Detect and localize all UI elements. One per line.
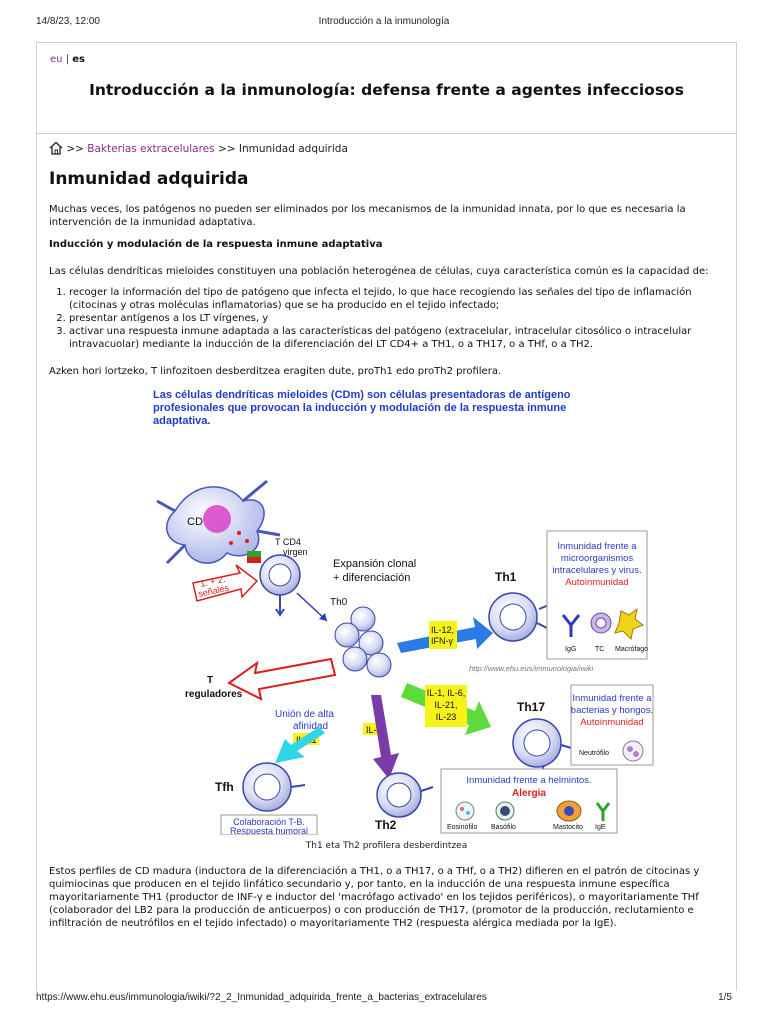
figure-caption: Th1 eta Th2 profilera desberdintzea bbox=[305, 841, 468, 851]
tc-cell-icon bbox=[590, 612, 612, 634]
th17-box-line2: bacterias y hongos. bbox=[571, 705, 653, 716]
eosinophil-icon bbox=[455, 801, 475, 821]
neutrophil-icon bbox=[622, 740, 644, 762]
macrophage-icon bbox=[614, 607, 645, 641]
print-date: 14/8/23, 12:00 bbox=[36, 16, 100, 27]
capability-list: recoger la información del tipo de patóg… bbox=[49, 286, 739, 351]
th2-response-box bbox=[440, 768, 618, 834]
macrophage-label: Macrófago bbox=[615, 646, 648, 653]
ige-icon bbox=[595, 802, 611, 821]
tc-label: TC bbox=[595, 646, 604, 653]
language-switcher: eu | es bbox=[50, 54, 85, 65]
lang-eu-link[interactable]: eu bbox=[50, 54, 63, 65]
treg-label-2: reguladores bbox=[185, 689, 243, 700]
th2-box-line1: Inmunidad frente a helmintos. bbox=[466, 775, 591, 786]
header-divider bbox=[37, 133, 736, 134]
treg-label-1: T bbox=[207, 675, 213, 686]
virgen-label: virgen bbox=[283, 547, 308, 557]
t-cd4-naive-cell bbox=[247, 551, 301, 617]
immunology-figure: Las células dendríticas mieloides (CDm) … bbox=[135, 383, 655, 835]
mastocyte-label: Mastocito bbox=[553, 824, 583, 831]
list-item: presentar antígenos a los LT vírgenes, y bbox=[69, 312, 739, 325]
paragraph-profiles: Estos perfiles de CD madura (inductora d… bbox=[49, 866, 700, 929]
th17-box-line1: Inmunidad frente a bbox=[572, 693, 652, 704]
neutrophil-label: Neutrófilo bbox=[579, 750, 609, 757]
th1-label: Th1 bbox=[495, 570, 517, 584]
print-page-number: 1/5 bbox=[718, 992, 732, 1003]
print-title: Introducción a la inmunología bbox=[318, 16, 450, 27]
il1-label-1: IL-1, IL-6, bbox=[427, 688, 466, 698]
th1-box-line2: microorganismos bbox=[561, 553, 634, 564]
tfh-cell bbox=[242, 762, 306, 812]
signals-arrow bbox=[192, 564, 259, 602]
il12-label-1: IL-12, bbox=[431, 625, 454, 635]
lang-es-current: es bbox=[72, 54, 85, 65]
th17-cell bbox=[512, 718, 576, 780]
th1-box-line3: intracelulares y virus. bbox=[552, 565, 641, 576]
intro-paragraph: Muchas veces, los patógenos no pueden se… bbox=[49, 204, 686, 228]
home-icon[interactable] bbox=[49, 141, 63, 155]
breadcrumb-link-bacterias[interactable]: Bakterias extracelulares bbox=[87, 143, 215, 155]
list-item: activar una respuesta inmune adaptada a … bbox=[69, 325, 739, 351]
th17-box-autoimmunity: Autoinmunidad bbox=[580, 717, 643, 728]
colaboracion-line2: Respuesta humoral bbox=[230, 826, 308, 835]
mastocyte-icon bbox=[556, 800, 582, 822]
th1-box-autoimmunity: Autoinmunidad bbox=[565, 577, 628, 588]
igg-icon bbox=[561, 614, 581, 637]
th2-label: Th2 bbox=[375, 818, 397, 832]
print-header: 14/8/23, 12:00 Introducción a la inmunol… bbox=[0, 12, 768, 27]
colaboracion-box bbox=[220, 814, 318, 835]
breadcrumb: >> Bakterias extracelulares >> Inmunidad… bbox=[49, 141, 348, 155]
basophil-icon bbox=[495, 801, 515, 821]
eosinophil-label: Eosinófilo bbox=[447, 824, 477, 831]
dendritic-cell-icon bbox=[156, 479, 281, 565]
th1-cell bbox=[488, 592, 550, 642]
print-url: https://www.ehu.eus/immunologia/iwiki/?2… bbox=[36, 992, 487, 1003]
list-item: recoger la información del tipo de patóg… bbox=[69, 286, 739, 312]
il1-label-2: IL-21, bbox=[434, 700, 457, 710]
th2-cell bbox=[376, 772, 434, 818]
paragraph-basque: Azken hori lortzeko, T linfozitoen desbe… bbox=[49, 366, 502, 377]
page-frame: eu | es Introducción a la inmunología: d… bbox=[36, 42, 737, 991]
expansion-label-1: Expansión clonal bbox=[333, 558, 416, 570]
il12-label-2: IFN-γ bbox=[431, 636, 453, 646]
expansion-label-2: + diferenciación bbox=[333, 572, 410, 584]
union-label-2: afinidad bbox=[293, 721, 328, 732]
breadcrumb-separator: >> bbox=[66, 143, 84, 155]
allergy-label: Alergia bbox=[512, 788, 546, 799]
breadcrumb-separator: >> bbox=[217, 143, 236, 155]
il1-label-3: IL-23 bbox=[436, 712, 457, 722]
il4-label: IL-4 bbox=[366, 725, 382, 735]
igg-label: IgG bbox=[565, 646, 576, 653]
th1-box-line1: Inmunidad frente a bbox=[557, 541, 637, 552]
th0-label: Th0 bbox=[330, 597, 348, 608]
page-title: Inmunidad adquirida bbox=[49, 169, 249, 189]
paragraph-cdm: Las células dendríticas mieloides consti… bbox=[49, 266, 709, 277]
ige-label: IgE bbox=[595, 824, 606, 831]
basophil-label: Basófilo bbox=[491, 824, 516, 831]
th17-label: Th17 bbox=[517, 700, 545, 714]
section-heading: Inducción y modulación de la respuesta i… bbox=[49, 239, 383, 250]
union-label-1: Unión de alta bbox=[275, 709, 334, 720]
breadcrumb-current: Inmunidad adquirida bbox=[238, 143, 348, 155]
cd-label: CD bbox=[187, 516, 203, 528]
figure-heading: Las células dendríticas mieloides (CDm) … bbox=[153, 389, 571, 427]
lang-separator: | bbox=[65, 54, 70, 65]
figure-source-url: http://www.ehu.eus/immunologia/iwiki bbox=[469, 664, 594, 673]
tcd4-label: T CD4 bbox=[275, 537, 301, 547]
colaboracion-line1: Colaboración T-B. bbox=[233, 817, 305, 827]
site-title: Introducción a la inmunología: defensa f… bbox=[89, 81, 684, 99]
th0-cell-cluster bbox=[334, 606, 392, 678]
tfh-label: Tfh bbox=[215, 780, 234, 794]
